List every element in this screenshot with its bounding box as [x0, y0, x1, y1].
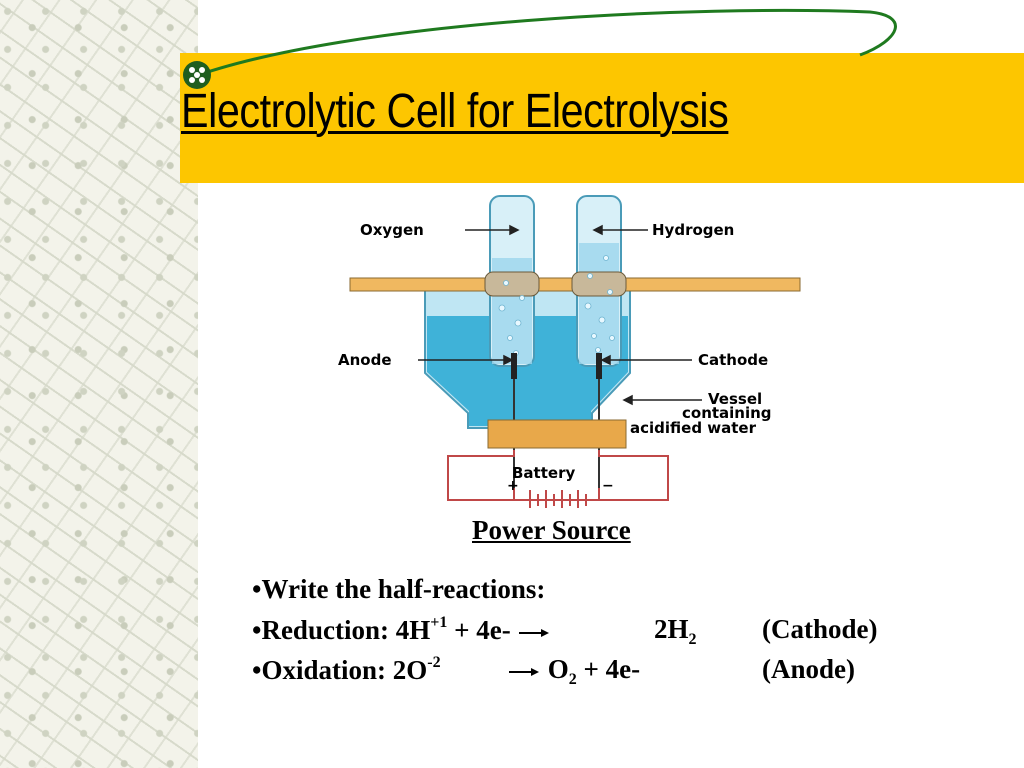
hydrogen-label: Hydrogen: [652, 221, 734, 239]
list-item: •Reduction: 4H+1 + 4e- 2H2 (Cathode): [252, 614, 878, 654]
bullet-marker: •: [252, 655, 262, 685]
vessel-label-line3: acidified water: [630, 419, 757, 437]
circuit-wire: [447, 450, 669, 501]
charge-superscript: +1: [430, 614, 448, 631]
bullet-text: Write the half-reactions:: [261, 574, 546, 604]
vessel-label-line1: Vessel: [708, 390, 762, 408]
cathode-tag: (Cathode): [762, 614, 878, 644]
reduction-lead: Reduction: 4H: [261, 615, 431, 645]
power-source-caption: Power Source: [472, 515, 631, 545]
reaction-arrow-icon: [509, 667, 539, 676]
list-item: •Write the half-reactions:: [252, 574, 551, 614]
base-block: [487, 419, 627, 449]
electrolytic-cell-diagram: Oxygen Hydrogen Anode Cathode Vessel con…: [338, 195, 801, 508]
charge-superscript: -2: [427, 654, 441, 671]
oxidation-lead: Oxidation: 2O: [261, 655, 428, 685]
oxidation-electrons: + 4e-: [576, 654, 641, 684]
anode-tag: (Anode): [762, 654, 855, 684]
half-reaction-list: •Write the half-reactions: •Reduction: 4…: [252, 574, 878, 694]
bullet-marker: •: [252, 615, 262, 645]
battery-plus-sign: +: [507, 478, 519, 494]
cathode-electrode: [596, 353, 602, 379]
battery-minus-sign: −: [602, 478, 614, 494]
subscript: 2: [568, 671, 577, 688]
vessel-label-line2: containing: [682, 404, 772, 422]
oxygen-label: Oxygen: [360, 221, 424, 239]
subscript: 2: [688, 631, 697, 648]
cathode-label: Cathode: [698, 351, 768, 369]
oxidation-product: O: [547, 654, 569, 684]
reduction-electrons: + 4e-: [447, 615, 518, 645]
bullet-marker: •: [252, 574, 262, 604]
anode-label: Anode: [338, 351, 392, 369]
battery-label: Battery: [512, 464, 575, 482]
page-title: Electrolytic Cell for Electrolysis: [181, 85, 729, 138]
swoosh-decoration: [183, 8, 897, 89]
title-band: [180, 53, 1024, 183]
reduction-product: 2H: [654, 614, 689, 644]
gas-bubbles: [498, 255, 615, 356]
decorative-side-strip: [0, 0, 198, 768]
reaction-arrow-icon: [519, 628, 550, 637]
battery-icon: [529, 490, 587, 508]
anode-electrode: [511, 353, 517, 379]
list-item: •Oxidation: 2O-2 O2 + 4e- (Anode): [252, 654, 855, 694]
